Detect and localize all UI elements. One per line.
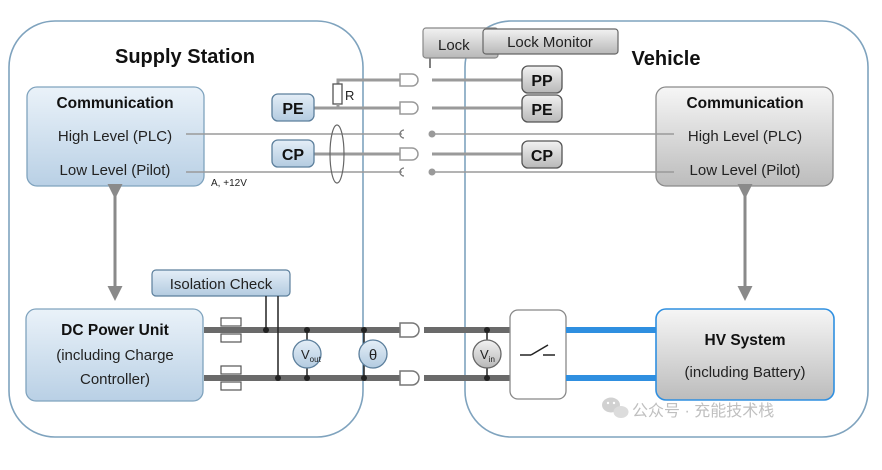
hv-system-line2: (including Battery) <box>685 364 806 381</box>
wechat-icon <box>602 397 629 418</box>
watermark: 公众号 · 充能技术栈 <box>602 397 774 420</box>
hv-system-box <box>655 308 835 401</box>
supply-low-level-label: Low Level (Pilot) <box>60 162 171 179</box>
dc-power-unit-box <box>25 308 204 402</box>
cp-line <box>313 147 522 161</box>
vin-symbol: V <box>480 347 489 362</box>
lock-monitor-label: Lock Monitor <box>507 34 593 51</box>
contactor-minus-symbol <box>220 365 242 391</box>
resistor-symbol <box>332 83 343 105</box>
vehicle-pp-tag-label: PP <box>531 73 553 90</box>
supply-station-title: Supply Station <box>115 46 255 68</box>
supply-cp-tag <box>271 139 315 168</box>
temperature-symbol: θ <box>369 347 377 364</box>
vehicle-low-level-label: Low Level (Pilot) <box>690 162 801 179</box>
lock-monitor-box <box>482 28 619 55</box>
switch-symbol <box>520 344 555 356</box>
pilot-annotation: A, +12V <box>211 178 247 189</box>
resistor-label: R <box>345 88 354 103</box>
vehicle-pe-tag <box>521 94 563 123</box>
cable-shield-ellipse <box>329 124 345 184</box>
dc-plus-line-supply <box>204 322 420 338</box>
pe-line <box>313 101 522 115</box>
isolation-check-label: Isolation Check <box>170 276 273 293</box>
supply-pe-tag-label: PE <box>282 101 304 118</box>
vehicle-pe-tag-label: PE <box>531 102 553 119</box>
vin-meter <box>472 339 502 369</box>
vehicle-title: Vehicle <box>632 48 701 70</box>
contactor-plus-symbol <box>220 317 242 343</box>
dc-power-unit-line3: Controller) <box>80 371 150 388</box>
vout-subscript: out <box>310 355 322 364</box>
vout-symbol: V <box>301 347 310 362</box>
plc-line <box>186 129 674 139</box>
vehicle-communication-title: Communication <box>686 95 803 112</box>
vehicle-cp-tag-label: CP <box>531 148 554 165</box>
vout-meter <box>292 339 322 369</box>
lock-label: Lock <box>438 37 470 54</box>
svg-text:Vout: Vout <box>301 347 322 364</box>
vehicle-pp-tag <box>521 65 563 94</box>
pilot-line <box>186 167 674 177</box>
hv-system-line1: HV System <box>705 332 786 349</box>
vin-subscript: in <box>489 355 495 364</box>
watermark-text: 公众号 · 充能技术栈 <box>632 402 774 420</box>
vehicle-high-level-label: High Level (PLC) <box>688 128 802 145</box>
isolation-check-box <box>151 269 291 297</box>
vehicle-cp-tag <box>521 140 563 169</box>
dc-power-unit-line2: (including Charge <box>56 347 174 364</box>
vehicle-contactor-box <box>509 309 567 400</box>
supply-communication-title: Communication <box>56 95 173 112</box>
supply-high-level-label: High Level (PLC) <box>58 128 172 145</box>
dc-power-unit-line1: DC Power Unit <box>61 322 169 339</box>
supply-pe-tag <box>271 93 315 122</box>
supply-cp-tag-label: CP <box>282 147 305 164</box>
temperature-sensor <box>358 339 388 369</box>
dc-minus-line-supply <box>204 370 420 386</box>
svg-text:Vin: Vin <box>480 347 495 364</box>
